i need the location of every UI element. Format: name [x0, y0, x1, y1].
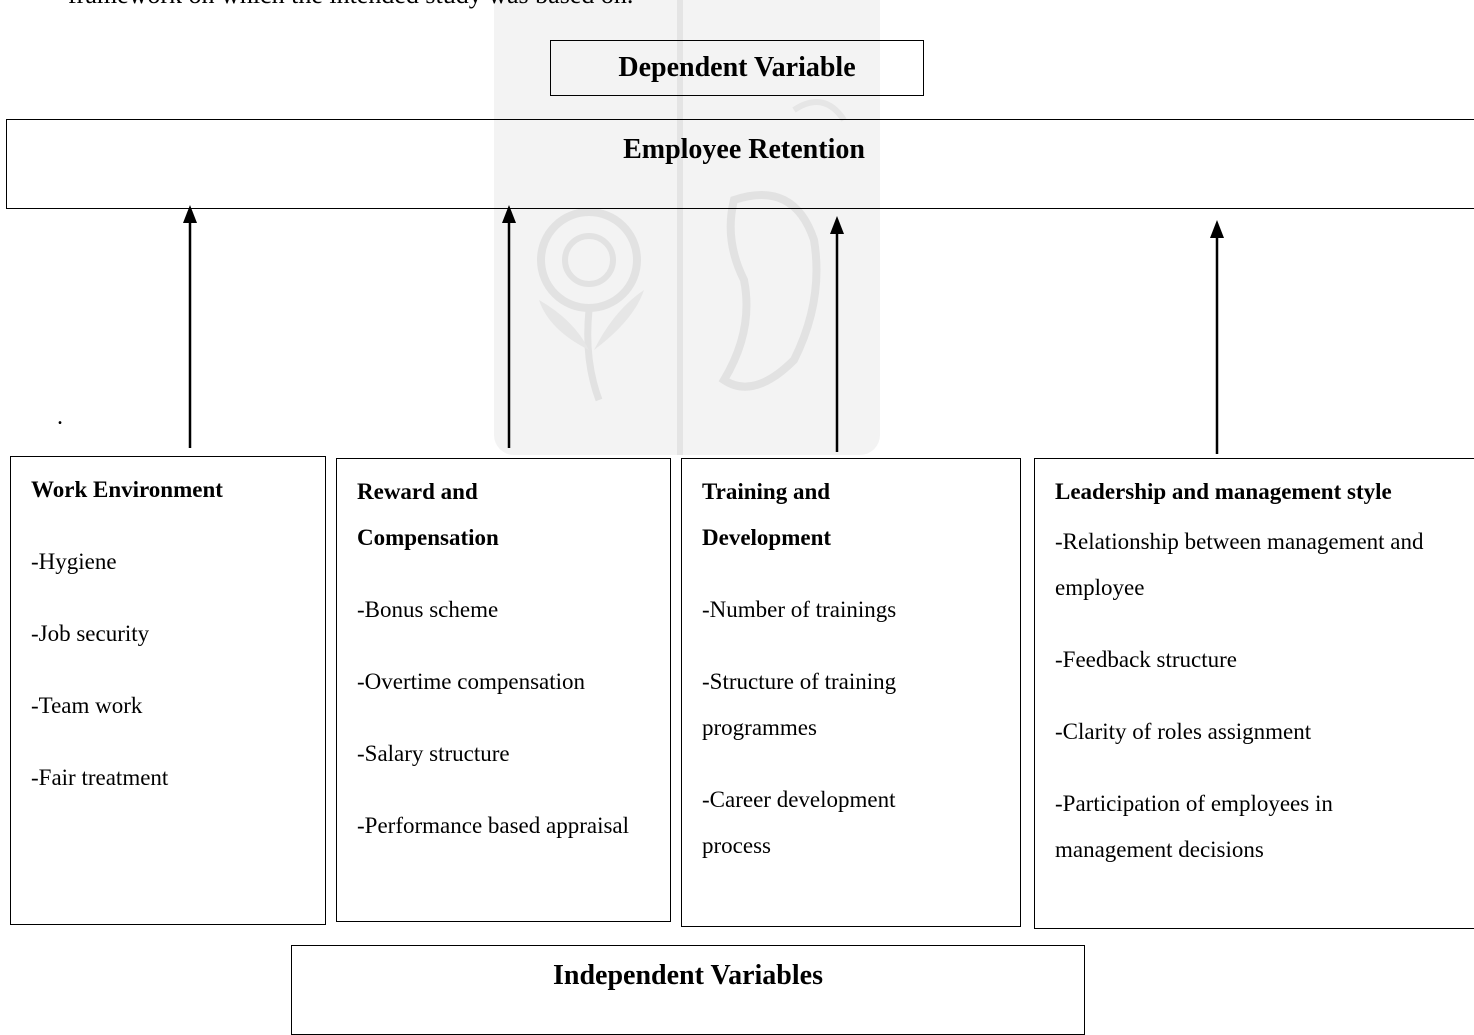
variable-item: -Participation of employees in managemen…: [1055, 791, 1333, 862]
arrow-reward-compensation: [502, 205, 516, 448]
variable-item: -Number of trainings: [702, 597, 897, 622]
independent-variables-label: Independent Variables: [291, 945, 1085, 1035]
variable-item: -Salary structure: [357, 741, 510, 766]
variable-item: -Job security: [31, 621, 150, 646]
arrow-leadership-style: [1210, 220, 1224, 454]
variable-item: -Structure of training programmes: [702, 669, 897, 740]
variable-box-reward-compensation: Reward and Compensation -Bonus scheme -O…: [336, 458, 671, 922]
variable-item: -Clarity of roles assignment: [1055, 719, 1312, 744]
stray-dot: .: [57, 404, 63, 430]
variable-item: -Hygiene: [31, 549, 117, 574]
variable-box-work-environment: Work Environment -Hygiene -Job security …: [10, 456, 326, 925]
variable-title: Work Environment: [31, 477, 223, 502]
cut-off-body-text: framework on which the intended study wa…: [68, 0, 633, 10]
employee-retention-text: Employee Retention: [623, 134, 865, 165]
arrow-training-development: [830, 216, 844, 452]
variable-item: -Performance based appraisal: [357, 813, 630, 838]
variable-box-training-development: Training and Development -Number of trai…: [681, 458, 1021, 927]
university-logo-watermark: [494, 0, 880, 455]
variable-item: -Career development process: [702, 787, 896, 858]
variable-item: -Fair treatment: [31, 765, 169, 790]
independent-variables-text: Independent Variables: [553, 960, 823, 991]
dependent-variable-label-text: Dependent Variable: [618, 52, 856, 83]
variable-item: -Overtime compensation: [357, 669, 586, 694]
variable-title: Training and Development: [702, 479, 832, 550]
employee-retention-box: Employee Retention: [6, 119, 1474, 209]
variable-title: Leadership and management style: [1055, 479, 1392, 504]
arrow-work-environment: [183, 205, 197, 448]
variable-item: -Feedback structure: [1055, 647, 1238, 672]
dependent-variable-label: Dependent Variable: [550, 40, 924, 96]
crest-watermark-icon: [537, 0, 847, 455]
variable-box-leadership-style: Leadership and management style -Relatio…: [1034, 458, 1474, 929]
variable-item: -Team work: [31, 693, 143, 718]
variable-item: -Relationship between management and emp…: [1055, 529, 1424, 600]
variable-title: Reward and Compensation: [357, 479, 499, 550]
variable-item: -Bonus scheme: [357, 597, 499, 622]
